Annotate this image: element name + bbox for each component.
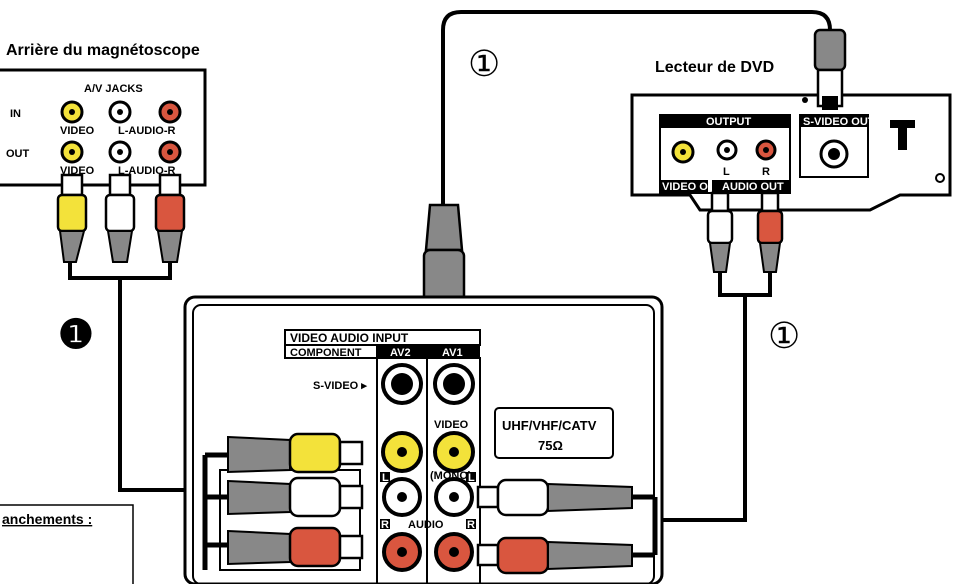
vcr-panel-title: A/V JACKS — [84, 83, 143, 95]
dvd-audio-cable — [655, 270, 772, 522]
vcr-out-label: OUT — [6, 148, 30, 160]
dvd-output-label: OUTPUT — [706, 116, 752, 128]
vcr-plugs — [56, 173, 186, 263]
tv-left-plugs — [227, 432, 364, 568]
tv-right-plug-red — [476, 536, 633, 575]
tv-r-label-av2: R — [381, 519, 389, 531]
tv-component-label: COMPONENT — [290, 347, 362, 359]
vcr-plug-white — [104, 173, 136, 263]
step-marker-top: ① — [468, 43, 500, 84]
dvd-title: Lecteur de DVD — [655, 59, 774, 76]
dvd-cable-split — [630, 494, 658, 558]
tv-av1-label: AV1 — [442, 347, 463, 359]
tv-av2-label: AV2 — [390, 347, 411, 359]
tv-r-label-av1: R — [467, 519, 475, 531]
vcr-in-video-label: VIDEO — [60, 125, 95, 137]
svideo-cable — [441, 10, 832, 205]
tv-right-plugs — [476, 478, 633, 575]
vcr-plug-red — [154, 173, 186, 263]
tv-l-label-av2: L — [382, 472, 389, 484]
vcr-cable — [68, 255, 205, 492]
dvd-l-label: L — [723, 166, 730, 178]
dvd-svideo-plug — [813, 28, 847, 110]
note-box: anchements : — [0, 504, 134, 584]
tv-left-plug-yellow — [227, 432, 364, 474]
dvd-svideo-out-label: S-VIDEO OUT — [803, 116, 875, 128]
note-text: anchements : — [2, 511, 92, 527]
tv-left-plug-red — [227, 526, 364, 568]
tv-antenna-label-line1: UHF/VHF/CATV — [502, 418, 597, 433]
vcr-in-audio-label: L-AUDIO-R — [118, 125, 175, 137]
tv-l-label-av1: L — [468, 472, 475, 484]
dvd-video-out-label: VIDEO OUT — [662, 181, 723, 193]
vcr-title: Arrière du magnétoscope — [6, 42, 200, 59]
dvd-player: OUTPUT VIDEO OUT AUDIO OUT L R S-VIDEO O… — [630, 93, 952, 212]
dvd-audio-out-label: AUDIO OUT — [722, 181, 784, 193]
vcr-cable-split — [202, 452, 230, 570]
step-marker-filled: ❶ — [58, 313, 94, 357]
tv-right-plug-white — [476, 478, 633, 517]
tv-antenna-label-line2: 75Ω — [538, 438, 563, 453]
tv-video-label: VIDEO — [434, 419, 469, 431]
tv-audio-label: AUDIO — [408, 519, 444, 531]
tv-input-title: VIDEO AUDIO INPUT — [290, 331, 409, 345]
tv-left-plug-white — [227, 476, 364, 518]
tv-svideo-label: S-VIDEO ▸ — [313, 380, 367, 392]
step-marker-right: ① — [768, 315, 800, 356]
dvd-r-label: R — [762, 166, 770, 178]
vcr-in-label: IN — [10, 108, 21, 120]
vcr-panel: A/V JACKS IN OUT VIDEO L-AUDIO-R VIDEO L… — [0, 68, 207, 187]
vcr-plug-yellow — [56, 173, 88, 263]
dvd-audio-plugs — [706, 191, 784, 273]
